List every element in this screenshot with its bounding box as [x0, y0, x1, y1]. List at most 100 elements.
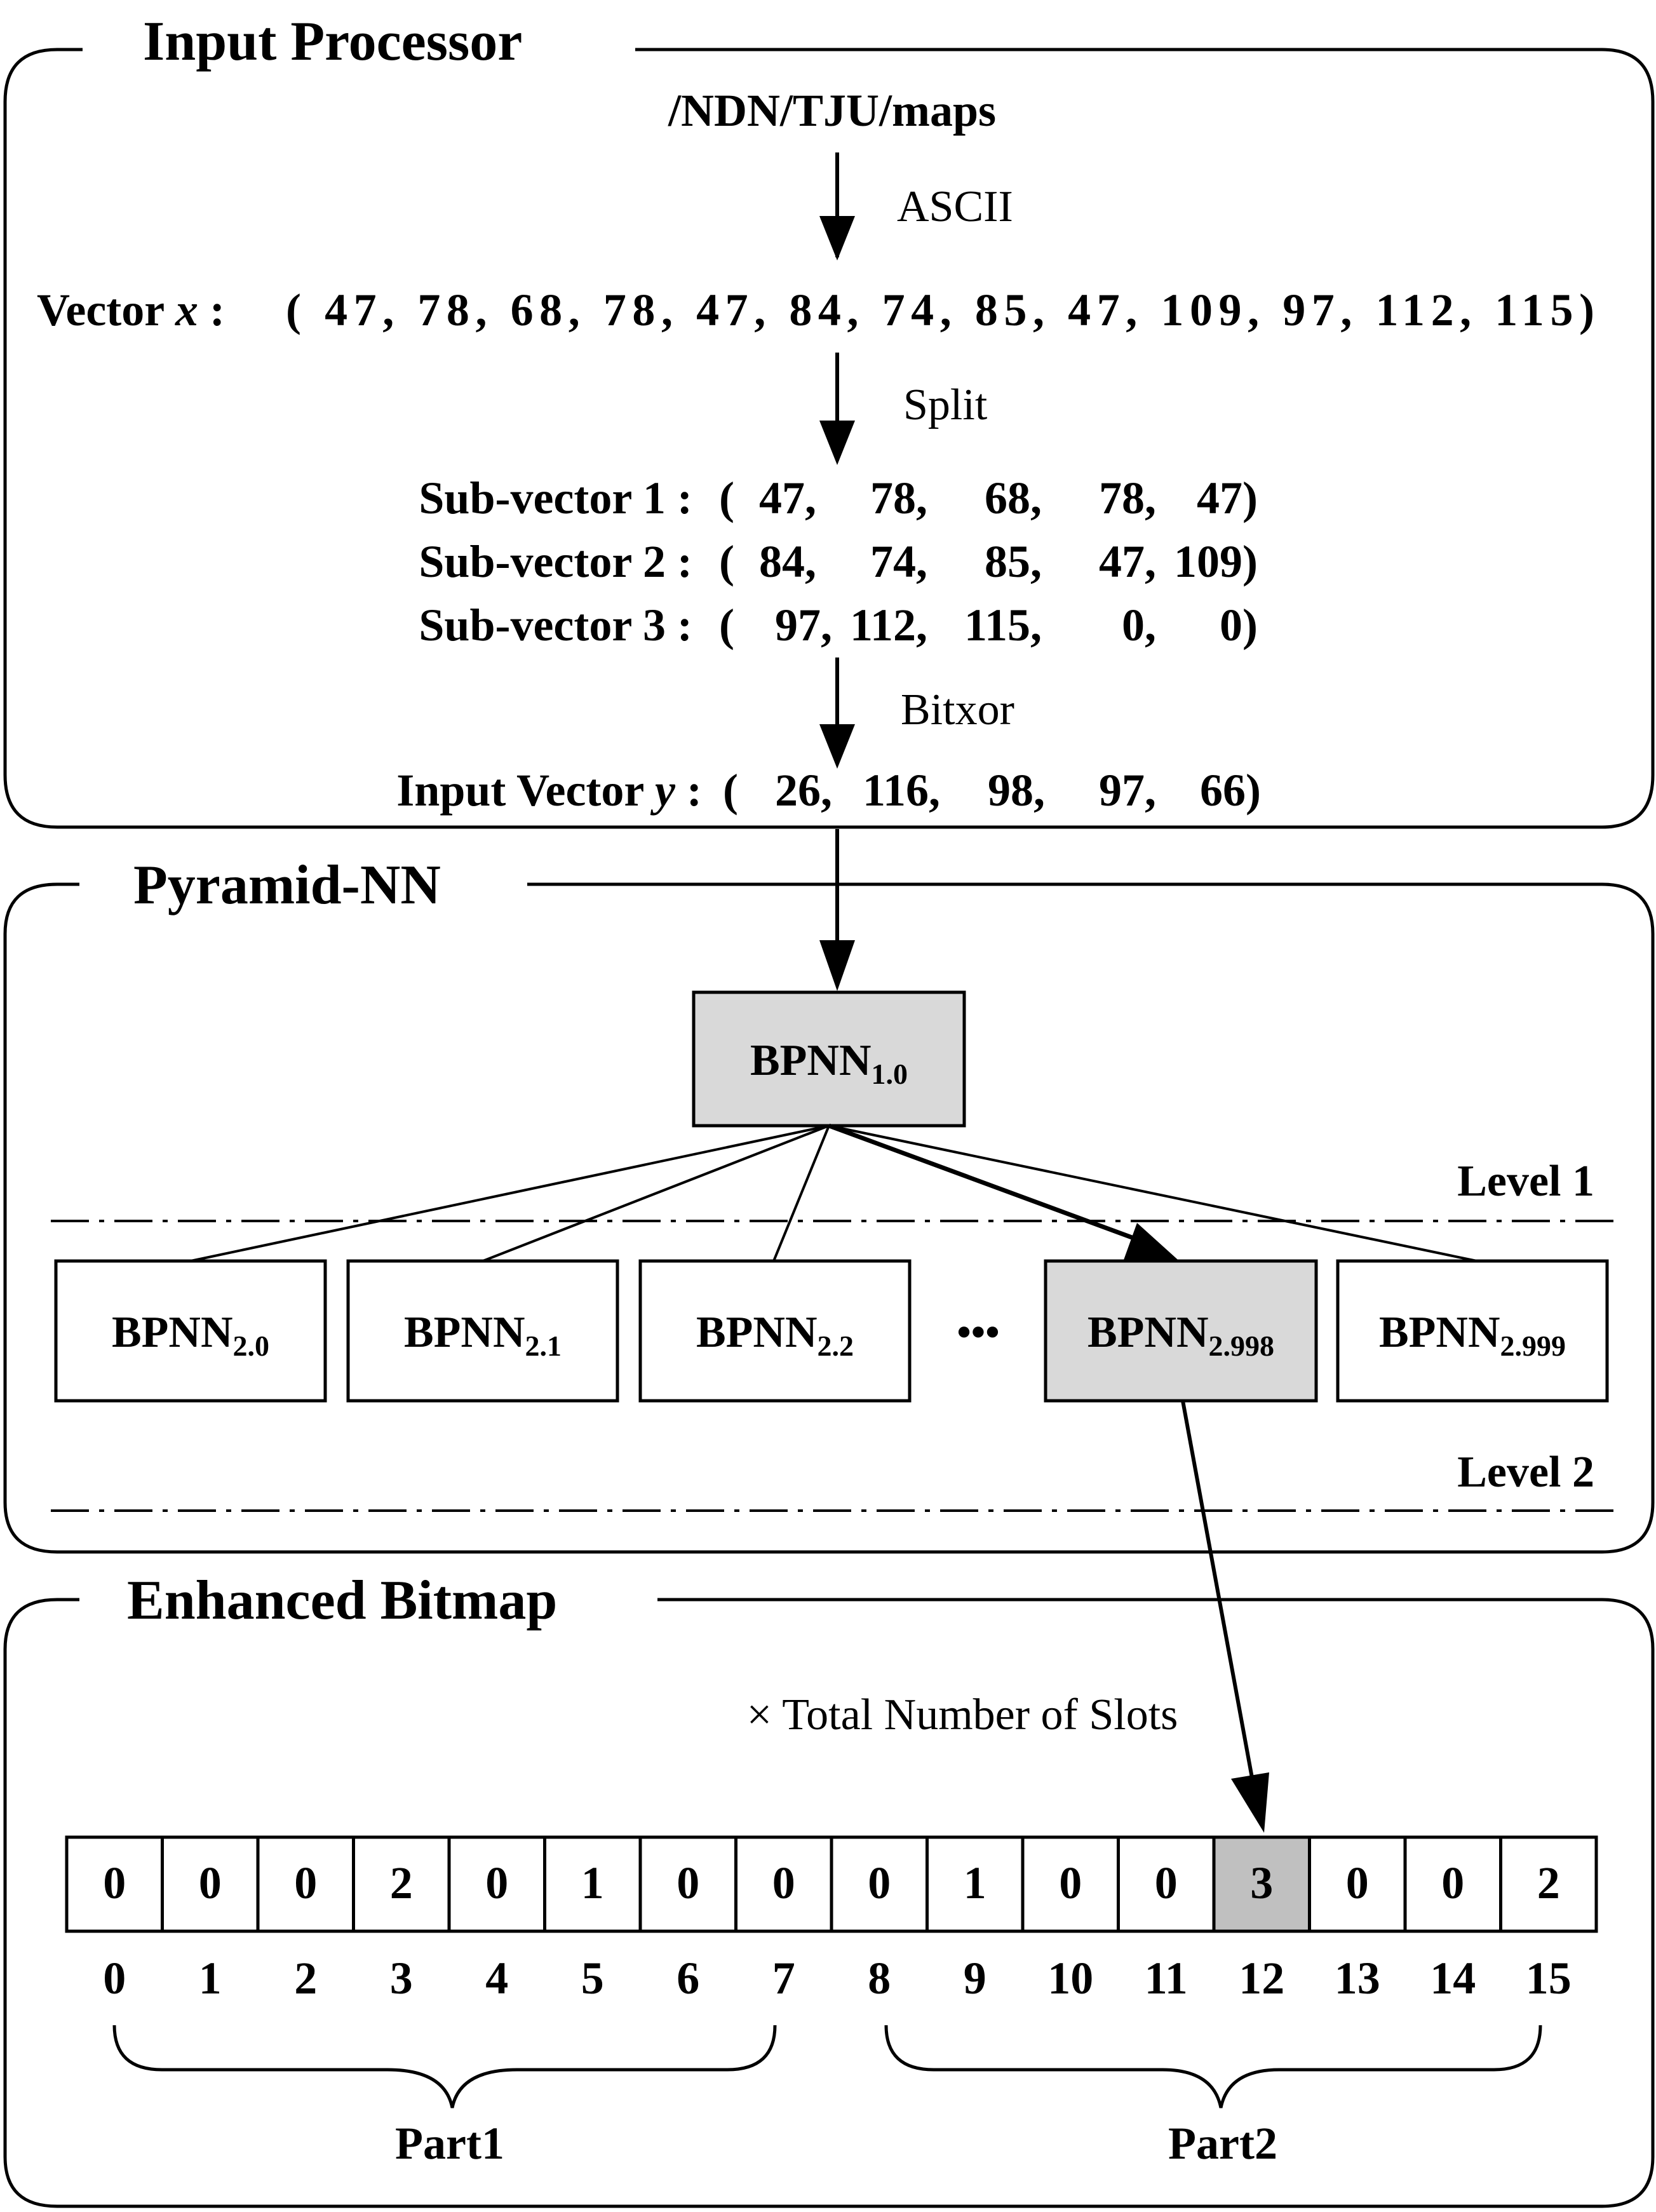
bitmap-slot	[1308, 1835, 1407, 1933]
bpnn-child-node-highlighted: BPNN2.998	[1044, 1259, 1318, 1403]
sub-vector-row: Sub-vector 1 : ( 47, 78, 68, 78, 47)	[419, 473, 1258, 523]
bitmap-slot-value: 0	[485, 1858, 508, 1908]
bitmap-index-label: 1	[199, 1953, 222, 2004]
edge-root-child2	[772, 1125, 830, 1262]
vector-x-var: x	[175, 285, 198, 335]
bpnn-child-node: BPNN2.0	[54, 1259, 327, 1403]
bitmap-index-label: 6	[677, 1953, 699, 2004]
sub-vector-row: Sub-vector 2 : ( 84, 74, 85, 47, 109)	[419, 536, 1258, 587]
edge-root-child4	[828, 1124, 1478, 1262]
bitmap-slot-value: 0	[772, 1858, 795, 1908]
sub-vector-value: 112,	[850, 600, 927, 651]
bpnn-child-box	[1336, 1259, 1609, 1403]
bpnn-child-label: BPNN2.2	[696, 1308, 854, 1362]
bitmap-slot	[734, 1835, 833, 1933]
input-vector-value: 26,	[775, 765, 832, 816]
sub-vector-label: Sub-vector 1 :	[419, 473, 692, 523]
bitmap-slot	[638, 1835, 737, 1933]
bitxor-label: Bitxor	[901, 685, 1014, 734]
bitmap-slot-value: 0	[199, 1858, 222, 1908]
sub-vector-value: 74,	[870, 536, 927, 587]
edge-root-child0	[190, 1124, 830, 1262]
bitmap-index-label: 4	[485, 1953, 508, 2004]
arrow-split-head	[819, 421, 855, 465]
vector-x-values: ( 47, 78, 68, 78, 47, 84, 74, 85, 47, 10…	[286, 285, 1594, 335]
split-label: Split	[903, 381, 988, 429]
sub-vector-value: 109)	[1174, 536, 1258, 587]
sub-vector-value: 0,	[1122, 600, 1156, 651]
bitmap-slot	[830, 1835, 929, 1933]
sub-vector-value: 0)	[1220, 600, 1258, 651]
vector-x-label: Vector	[37, 285, 175, 335]
arrow-to-root-head	[819, 940, 855, 991]
bitmap-slot	[926, 1835, 1025, 1933]
bitmap-slot-value: 0	[677, 1858, 699, 1908]
bitmap-index-label: 10	[1047, 1953, 1093, 2004]
sub-vector-value: 84,	[759, 536, 816, 587]
sub-vector-open-paren: (	[719, 536, 734, 587]
sub-vector-value: 97,	[775, 600, 832, 651]
arrow-ascii-head	[819, 216, 855, 260]
bitmap-index-label: 14	[1430, 1953, 1476, 2004]
sub-vectors: Sub-vector 1 : ( 47, 78, 68, 78, 47) Sub…	[419, 473, 1258, 651]
bitmap-index-label: 0	[103, 1953, 126, 2004]
part2-brace	[884, 2025, 1542, 2108]
bitmap-slot-value: 0	[1059, 1858, 1082, 1908]
part2-label: Part2	[1168, 2118, 1277, 2169]
bitmap-index-label: 11	[1145, 1953, 1188, 2004]
level2-label: Level 2	[1457, 1448, 1594, 1497]
input-vector-value: 98,	[988, 765, 1045, 816]
bpnn-child-node: BPNN2.2	[638, 1259, 912, 1403]
bitmap-index-label: 3	[390, 1953, 413, 2004]
bitmap-slot-value: 1	[964, 1858, 986, 1908]
bitmap-slot-value: 3	[1250, 1858, 1273, 1908]
sub-vector-value: 68,	[985, 473, 1042, 523]
bpnn-child-box	[54, 1259, 327, 1403]
sub-vector-label: Sub-vector 3 :	[419, 600, 692, 651]
vector-x-colon: :	[198, 285, 225, 335]
bpnn-child-box	[1044, 1259, 1318, 1403]
bitmap-slot	[543, 1835, 642, 1933]
bitmap-slot-value: 0	[1155, 1858, 1178, 1908]
input-vector-colon: :	[675, 765, 702, 816]
pyramid-nn-title: Pyramid-NN	[133, 854, 441, 916]
ascii-label: ASCII	[897, 182, 1013, 231]
bitmap-index-label: 15	[1526, 1953, 1572, 2004]
input-processor-panel: Input Processor /NDN/TJU/maps ASCII Vect…	[3, 11, 1655, 829]
sub-vector-value: 47)	[1197, 473, 1258, 523]
bitmap-slot	[161, 1835, 260, 1933]
input-vector-y: Input Vector y :	[396, 765, 702, 816]
bitmap-slot-value: 0	[1441, 1858, 1464, 1908]
bpnn-child-label: BPNN2.1	[404, 1308, 562, 1362]
part1-label: Part1	[395, 2118, 504, 2169]
bpnn-root-label: BPNN1.0	[750, 1036, 908, 1090]
bitmap-slot	[1499, 1835, 1598, 1933]
pyramid-nn-panel: Pyramid-NN BPNN1.0 Level 1 BPNN2.0 BPNN2…	[3, 854, 1655, 1554]
bpnn-child-box	[346, 1259, 619, 1403]
bitmap-index-label: 12	[1239, 1953, 1284, 2004]
enhanced-bitmap-title: Enhanced Bitmap	[127, 1570, 557, 1631]
bpnn-child-label: BPNN2.999	[1379, 1308, 1566, 1362]
bpnn-root-sub: 1.0	[872, 1058, 908, 1090]
sub-vector-open-paren: (	[719, 600, 734, 651]
bpnn-root-box	[692, 990, 966, 1128]
multiply-label: × Total Number of Slots	[747, 1690, 1178, 1739]
enhanced-bitmap-frame	[3, 1598, 1655, 2208]
input-vector-value: 66)	[1200, 765, 1261, 816]
bitmap-slot-value: 1	[581, 1858, 604, 1908]
input-processor-title: Input Processor	[143, 11, 522, 72]
bitmap-index-label: 7	[772, 1953, 795, 2004]
input-vector-label: Input Vector	[396, 765, 655, 816]
arrow-to-slot	[1181, 1400, 1256, 1792]
sub-vector-value: 78,	[1099, 473, 1156, 523]
sub-vector-value: 47,	[1099, 536, 1156, 587]
ndn-name: /NDN/TJU/maps	[668, 85, 996, 136]
part1-brace	[112, 2025, 777, 2108]
bpnn-child-label: BPNN2.998	[1087, 1308, 1274, 1362]
sub-vector-value: 115,	[964, 600, 1042, 651]
bitmap-slot-value: 2	[1537, 1858, 1560, 1908]
bitmap-index-label: 13	[1335, 1953, 1380, 2004]
